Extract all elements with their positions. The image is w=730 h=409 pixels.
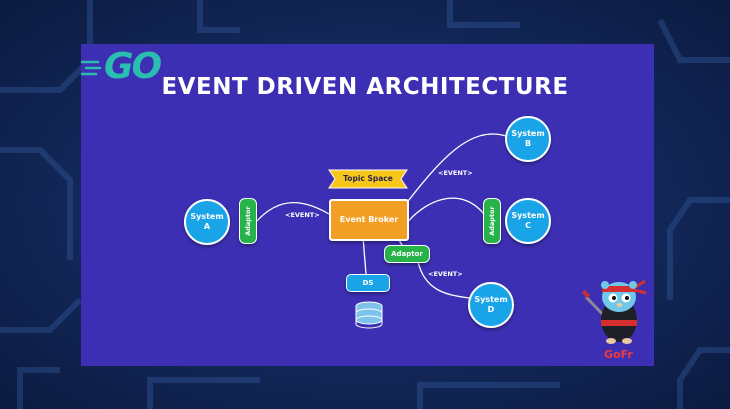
adaptor-d: Adaptor <box>384 245 430 263</box>
system-a-line2: A <box>203 222 211 231</box>
system-b-node: System B <box>505 116 551 162</box>
system-a-line1: System <box>190 212 224 221</box>
connector-broker-ds <box>362 236 367 275</box>
system-b-line2: B <box>524 139 532 148</box>
system-d-line1: System <box>474 295 508 304</box>
topic-space-label: Topic Space <box>343 174 393 183</box>
ds-box: DS <box>346 274 390 292</box>
page-title: EVENT DRIVEN ARCHITECTURE <box>161 74 569 100</box>
system-c-node: System C <box>505 198 551 244</box>
go-logo-icon <box>80 60 102 76</box>
event-label-a: <EVENT> <box>285 211 320 219</box>
system-a-node: System A <box>184 199 230 245</box>
go-logo-text: GO <box>104 46 162 87</box>
connector-adaptor-a-broker <box>255 201 330 223</box>
connector-broker-system-b <box>404 133 507 206</box>
system-b-line1: System <box>511 129 545 138</box>
connector-broker-adaptor-c <box>404 197 485 226</box>
adaptor-a: Adaptor <box>239 198 257 244</box>
event-broker-box: Event Broker <box>329 199 409 241</box>
system-d-node: System D <box>468 282 514 328</box>
system-d-line2: D <box>487 305 495 314</box>
adaptor-c: Adaptor <box>483 198 501 244</box>
gofr-label: GoFr <box>604 348 633 361</box>
event-label-d: <EVENT> <box>428 270 463 278</box>
connector-adaptor-d-system-d <box>417 261 470 299</box>
system-c-line1: System <box>511 211 545 220</box>
event-label-b: <EVENT> <box>438 169 473 177</box>
system-c-line2: C <box>525 221 531 230</box>
